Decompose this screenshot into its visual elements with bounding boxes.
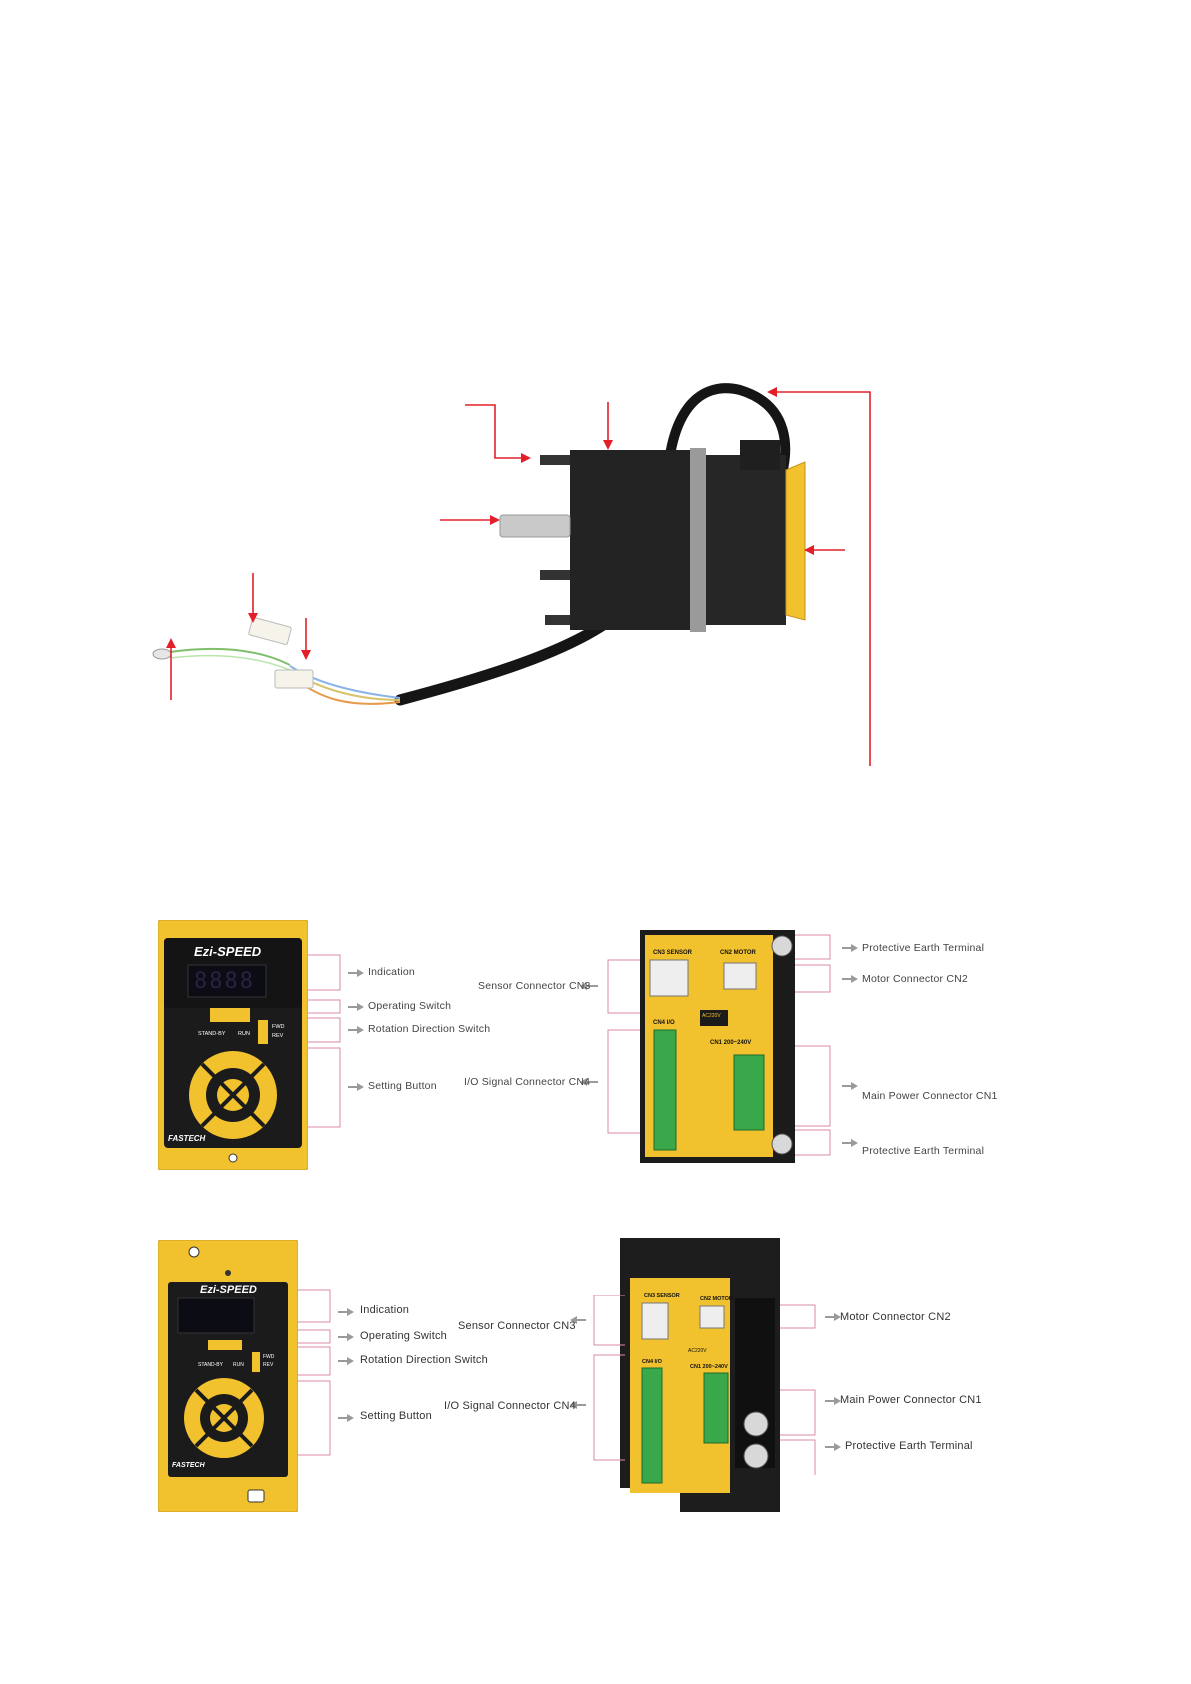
driver2-protective-earth-label: Protective Earth Terminal — [845, 1440, 973, 1452]
driver1-cn4-label: CN4 I/O — [653, 1020, 675, 1026]
driver2-io-signal-label: I/O Signal Connector CN4 — [444, 1400, 576, 1412]
panel1-logo: Ezi-SPEED — [194, 944, 262, 959]
operator-panel-1-illustration — [157, 919, 309, 1171]
operator-panel-2-illustration — [157, 1239, 299, 1513]
panel2-rotation-direction-label: Rotation Direction Switch — [360, 1354, 488, 1366]
operator-panel-2: Ezi-SPEED STAND-BY RUN FWD REV FASTECH — [157, 1239, 299, 1513]
panel2-rev-label: REV — [263, 1362, 274, 1368]
panel2-standby-label: STAND-BY — [198, 1362, 223, 1368]
driver1-callout-lines — [580, 930, 870, 1170]
operator-panel-1: Ezi-SPEED 8888 STAND-BY RUN FWD REV FAST… — [157, 919, 309, 1171]
driver2-cn3-label: CN3 SENSOR — [644, 1293, 680, 1299]
panel2-callout-lines — [290, 1285, 450, 1465]
driver2-main-power-label: Main Power Connector CN1 — [840, 1394, 982, 1406]
panel1-operating-switch-label: Operating Switch — [368, 1000, 452, 1012]
driver1-motor-connector-label: Motor Connector CN2 — [862, 973, 968, 985]
driver-unit-1: CN3 SENSOR CN2 MOTOR CN4 I/O CN1 200~240… — [640, 930, 795, 1163]
driver-unit-2-illustration — [620, 1238, 780, 1512]
panel1-callout-lines — [300, 940, 470, 1140]
panel1-fwd-label: FWD — [272, 1024, 285, 1030]
driver1-sensor-connector-label: Sensor Connector CN3 — [478, 980, 591, 992]
panel1-display: 8888 — [194, 969, 255, 994]
driver1-io-signal-label: I/O Signal Connector CN4 — [464, 1076, 591, 1088]
driver2-ac-label: AC220V — [688, 1348, 707, 1354]
panel2-brand: FASTECH — [172, 1462, 205, 1469]
panel1-standby-label: STAND-BY — [198, 1031, 226, 1037]
driver2-callout-lines — [570, 1294, 850, 1481]
panel2-operating-switch-label: Operating Switch — [360, 1330, 447, 1342]
driver1-protective-earth-top-label: Protective Earth Terminal — [862, 942, 985, 954]
driver-unit-2: CN3 SENSOR CN2 MOTOR CN4 I/O CN1 200~240… — [620, 1238, 780, 1512]
driver-unit-1-illustration — [640, 930, 795, 1163]
motor-illustration — [152, 383, 871, 766]
panel1-rev-label: REV — [272, 1033, 284, 1039]
panel2-logo: Ezi-SPEED — [200, 1284, 257, 1296]
motor-figure — [140, 370, 940, 770]
driver1-cn1-label: CN1 200~240V — [710, 1040, 752, 1046]
panel2-setting-button-label: Setting Button — [360, 1410, 432, 1422]
driver2-sensor-connector-label: Sensor Connector CN3 — [458, 1320, 576, 1332]
panel1-brand: FASTECH — [168, 1134, 206, 1143]
driver2-cn1-label: CN1 200~240V — [690, 1364, 728, 1370]
driver2-motor-connector-label: Motor Connector CN2 — [840, 1311, 951, 1323]
panel1-run-label: RUN — [238, 1031, 250, 1037]
driver2-cn2-label: CN2 MOTOR — [700, 1296, 733, 1302]
driver1-protective-earth-bottom-label: Protective Earth Terminal — [862, 1145, 985, 1157]
panel2-run-label: RUN — [233, 1362, 244, 1368]
panel2-indication-label: Indication — [360, 1304, 410, 1316]
panel1-indication-label: Indication — [368, 966, 415, 978]
panel1-rotation-direction-label: Rotation Direction Switch — [368, 1023, 491, 1035]
driver1-main-power-label: Main Power Connector CN1 — [862, 1090, 998, 1102]
driver1-cn2-label: CN2 MOTOR — [720, 950, 756, 956]
driver1-cn3-label: CN3 SENSOR — [653, 950, 693, 956]
panel2-fwd-label: FWD — [263, 1354, 275, 1360]
driver2-cn4-label: CN4 I/O — [642, 1359, 662, 1365]
driver1-ac-label: AC220V — [702, 1013, 721, 1019]
panel1-setting-button-label: Setting Button — [368, 1080, 437, 1092]
